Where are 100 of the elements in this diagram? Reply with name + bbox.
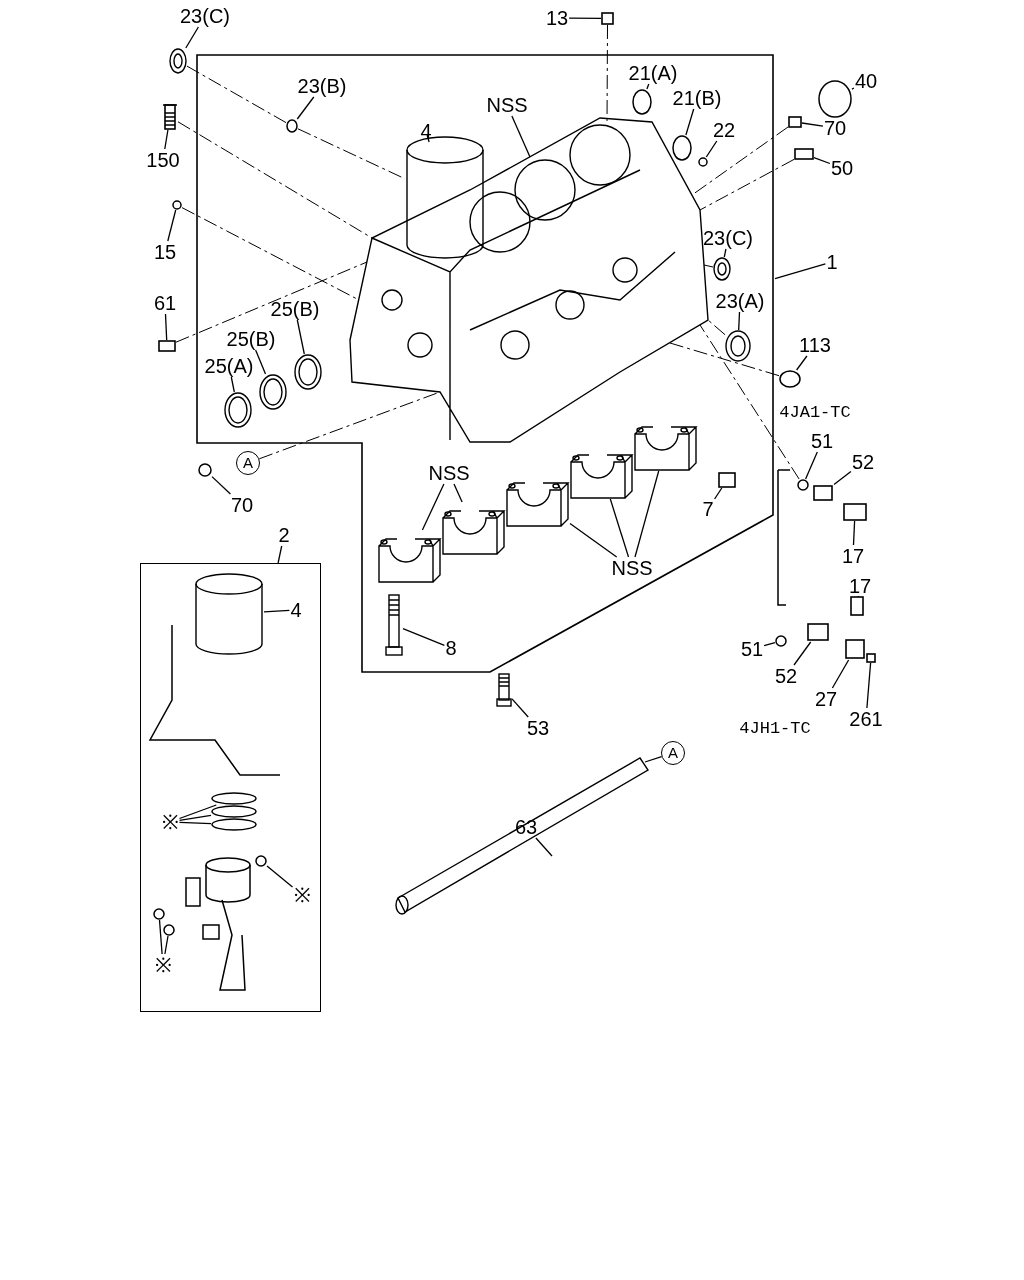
oil-seal-drawing	[725, 330, 751, 362]
callout-number: 51	[809, 430, 835, 452]
callout-number: 17	[840, 545, 866, 567]
callout-number: 13	[544, 7, 570, 29]
washer-drawing	[797, 479, 809, 491]
washer-drawing	[775, 635, 787, 647]
variant-label: 4JA1-TC	[779, 402, 851, 422]
reference-circle: A	[661, 741, 685, 765]
fitting-drawing	[844, 638, 866, 660]
piston-ring-drawing	[211, 805, 257, 818]
oil-seal-drawing	[713, 257, 731, 281]
callout-label: NSS	[485, 94, 529, 116]
leader-line	[833, 470, 852, 486]
snap-ring-drawing	[163, 924, 175, 936]
leader-line	[158, 919, 163, 955]
leader-line	[296, 96, 315, 120]
leader-line	[568, 17, 602, 20]
center-line	[186, 65, 287, 124]
callout-number: 261	[848, 708, 884, 730]
leader-line	[178, 821, 212, 825]
reference-mark: ※	[160, 811, 180, 833]
leader-line	[277, 545, 283, 564]
fitting-drawing	[812, 484, 834, 502]
callout-number: 150	[145, 149, 181, 171]
reference-circle: A	[236, 451, 260, 475]
pin-drawing	[158, 340, 176, 352]
callout-number: 8	[444, 637, 458, 659]
callout-number: 15	[152, 241, 178, 263]
callout-number: 17	[847, 575, 873, 597]
leader-line	[813, 157, 831, 165]
callout-number: 21(A)	[627, 62, 679, 84]
callout-number: 63	[513, 816, 539, 838]
sensor-drawing	[850, 596, 864, 616]
callout-number: 52	[850, 451, 876, 473]
leader-line	[738, 311, 741, 331]
plug-drawing	[788, 116, 802, 128]
callout-label: NSS	[610, 557, 654, 579]
leader-line	[421, 483, 445, 531]
leader-line	[793, 641, 812, 666]
plug-drawing	[198, 463, 212, 477]
leader-line	[254, 349, 267, 375]
seal-ring-drawing	[293, 354, 323, 390]
leader-line	[685, 108, 695, 136]
callout-number: 51	[739, 638, 765, 660]
callout-number: 70	[229, 494, 255, 516]
callout-number: 61	[152, 292, 178, 314]
seal-ring-drawing	[258, 374, 288, 410]
snap-ring-drawing	[153, 908, 165, 920]
callout-number: 7	[701, 498, 715, 520]
leader-line	[851, 87, 855, 90]
seal-ring-drawing	[223, 392, 253, 428]
leader-line	[634, 470, 660, 558]
bolt-drawing	[162, 104, 178, 130]
plug-drawing	[866, 653, 876, 663]
leader-line	[795, 355, 808, 371]
callout-number: 23(C)	[702, 227, 754, 249]
leader-line	[723, 248, 727, 258]
callout-number: 53	[525, 717, 551, 739]
fitting-drawing	[806, 622, 830, 642]
leader-line	[164, 935, 169, 955]
callout-number: 25(B)	[269, 298, 321, 320]
leader-line	[230, 376, 235, 393]
parts-frame	[140, 563, 321, 1012]
leader-line	[178, 814, 212, 822]
reference-mark: ※	[153, 954, 173, 976]
leader-line	[646, 83, 650, 90]
callout-number: 21(B)	[671, 87, 723, 109]
piston-ring-drawing	[211, 818, 257, 831]
cap-drawing	[601, 12, 614, 25]
callout-number: 40	[853, 70, 879, 92]
snap-ring-drawing	[255, 855, 267, 867]
reference-mark: ※	[292, 884, 312, 906]
leader-line	[211, 475, 232, 495]
leader-line	[866, 662, 872, 709]
leader-line	[296, 319, 305, 355]
callout-number: 52	[773, 665, 799, 687]
center-line	[707, 319, 726, 336]
oil-seal-drawing	[169, 48, 187, 74]
center-line	[175, 261, 368, 343]
callout-number: 25(A)	[203, 355, 255, 377]
sensor-drawing	[843, 503, 867, 521]
callout-number: 23(B)	[296, 75, 348, 97]
callout-number: 113	[798, 334, 832, 356]
cap-drawing	[818, 80, 852, 118]
callout-number: 23(A)	[714, 290, 766, 312]
callout-number: 22	[711, 119, 737, 141]
callout-label: NSS	[427, 462, 471, 484]
leader-line	[164, 129, 169, 150]
callout-number: 70	[822, 117, 848, 139]
callout-number: 25(B)	[225, 328, 277, 350]
leader-line	[511, 698, 529, 718]
leader-line	[266, 865, 294, 888]
callout-number: 4	[289, 599, 303, 621]
plug-drawing	[698, 157, 708, 167]
cylinder-liner-drawing	[194, 572, 264, 656]
leader-line	[402, 627, 446, 647]
center-line	[669, 342, 780, 377]
leader-line	[852, 520, 856, 546]
piston-ring-drawing	[211, 792, 257, 805]
pin-drawing	[794, 148, 814, 160]
